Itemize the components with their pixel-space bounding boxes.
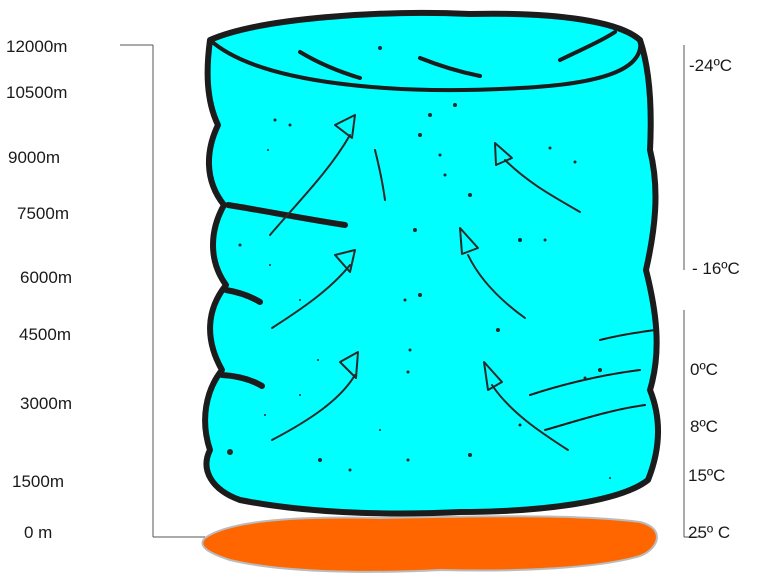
- altitude-label: 3000m: [20, 395, 72, 412]
- temperature-label: 8ºC: [690, 418, 718, 435]
- temperature-label: 0ºC: [690, 361, 718, 378]
- altitude-label: 1500m: [12, 473, 64, 490]
- altitude-label: 0 m: [24, 524, 52, 541]
- temperature-label: 15ºC: [688, 467, 725, 484]
- altitude-label: 6000m: [20, 269, 72, 286]
- altitude-label: 4500m: [19, 326, 71, 343]
- altitude-label: 9000m: [8, 149, 60, 166]
- altitude-label: 10500m: [6, 84, 67, 101]
- temperature-label: -24ºC: [689, 57, 732, 74]
- temperature-label: - 16ºC: [692, 260, 740, 277]
- altitude-label: 7500m: [17, 205, 69, 222]
- temperature-label: 25º C: [688, 524, 730, 541]
- altitude-label: 12000m: [6, 38, 67, 55]
- warm-ground-surface: [202, 516, 656, 572]
